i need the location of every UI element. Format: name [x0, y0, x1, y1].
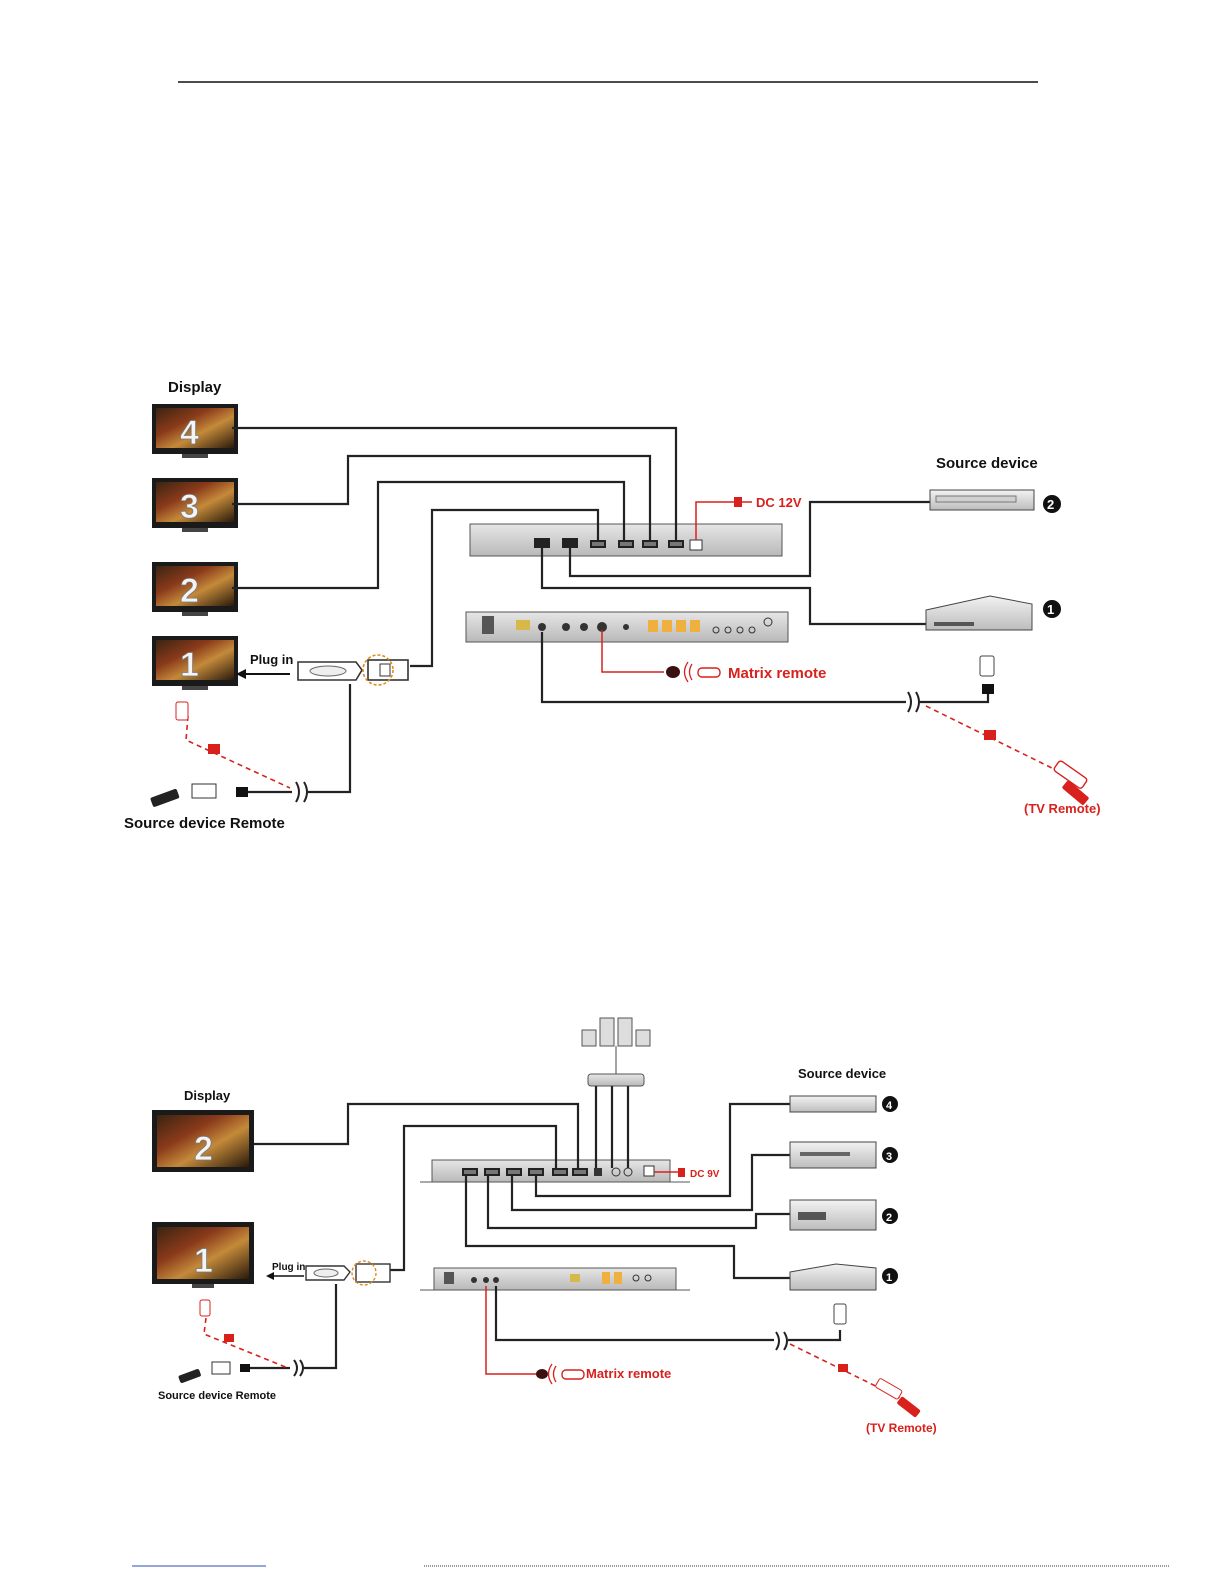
svg-text:1: 1	[180, 646, 199, 684]
top-source-heading: Source device	[936, 455, 1038, 472]
bottom-display-heading: Display	[184, 1088, 231, 1103]
bottom-control-unit	[434, 1268, 676, 1290]
top-tv-remote-label: (TV Remote)	[1024, 801, 1101, 816]
svg-text:2: 2	[1047, 497, 1054, 512]
svg-text:2: 2	[180, 572, 199, 610]
bottom-tv-remote-label: (TV Remote)	[866, 1421, 937, 1435]
bottom-dongle	[306, 1261, 390, 1285]
top-source-device-1: 1	[926, 596, 1061, 630]
top-display-heading: Display	[168, 379, 222, 396]
bottom-source-device-2: 2	[790, 1200, 898, 1230]
bottom-source-heading: Source device	[798, 1066, 886, 1081]
bottom-matrix-remote-label: Matrix remote	[586, 1366, 671, 1381]
bottom-matrix-switch	[432, 1160, 670, 1182]
top-control-unit	[466, 612, 788, 642]
svg-text:4: 4	[180, 414, 199, 452]
bottom-source-device-4: 4	[790, 1096, 898, 1112]
top-matrix-switch	[470, 524, 782, 556]
bottom-source-device-1: 1	[790, 1264, 898, 1290]
top-power-label: DC 12V	[756, 495, 802, 510]
top-display-1: 1	[152, 636, 238, 690]
top-display-2: 2	[152, 562, 238, 616]
top-matrix-remote-label: Matrix remote	[728, 665, 826, 682]
top-display-4: 4	[152, 404, 238, 458]
top-plug-in-label: Plug in	[250, 652, 293, 667]
svg-text:2: 2	[194, 1130, 213, 1168]
top-source-remote-label: Source device Remote	[124, 815, 285, 832]
bottom-source-remote-label: Source device Remote	[158, 1390, 276, 1402]
svg-text:4: 4	[886, 1100, 893, 1112]
bottom-diagram: Display Source device 2 1	[152, 1018, 937, 1435]
svg-text:3: 3	[886, 1151, 892, 1163]
bottom-display-1: 1	[152, 1222, 254, 1288]
bottom-source-device-3: 3	[790, 1142, 898, 1168]
bottom-speakers	[582, 1018, 650, 1086]
top-display-3: 3	[152, 478, 238, 532]
bottom-plug-in-label: Plug in	[272, 1262, 305, 1273]
bottom-display-2: 2	[152, 1110, 254, 1172]
top-diagram: Display Source device 4 3 2 1	[124, 379, 1101, 832]
svg-text:1: 1	[194, 1242, 213, 1280]
svg-text:1: 1	[886, 1272, 892, 1284]
bottom-power-label: DC 9V	[690, 1169, 720, 1180]
svg-text:2: 2	[886, 1212, 892, 1224]
top-dongle	[298, 655, 408, 685]
svg-text:3: 3	[180, 488, 199, 526]
top-source-device-2: 2	[930, 490, 1061, 513]
svg-text:1: 1	[1047, 602, 1054, 617]
